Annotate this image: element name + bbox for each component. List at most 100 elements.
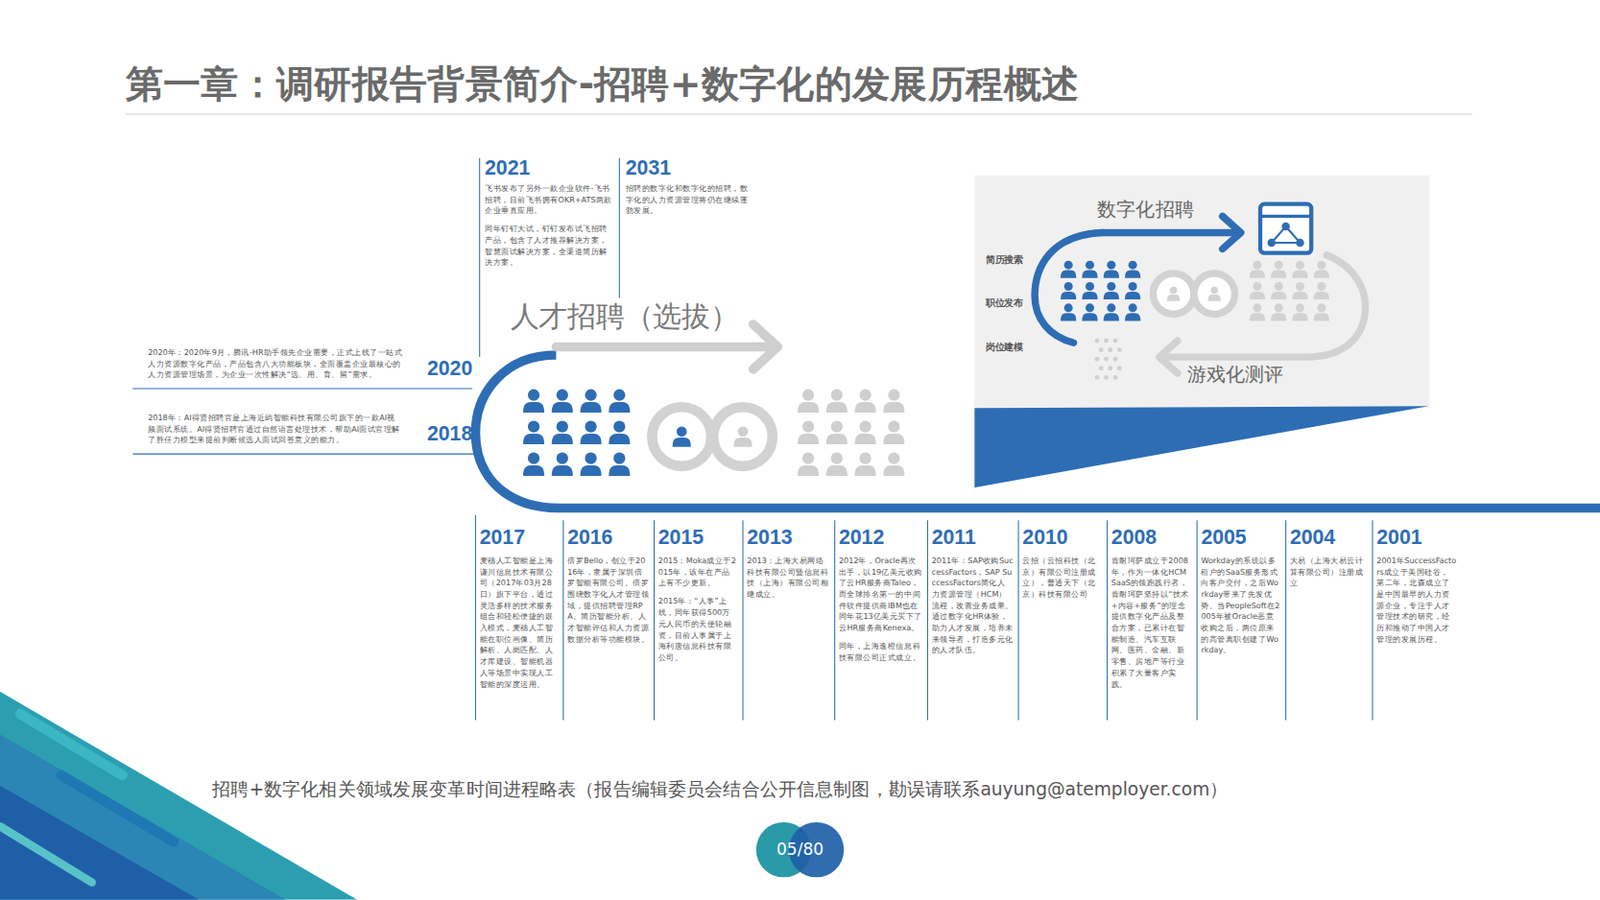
person-icon — [1313, 270, 1330, 279]
decor-shape — [1152, 273, 1195, 315]
dot — [1113, 357, 1119, 362]
person-icon — [797, 465, 819, 477]
entry-text: 2013：上海大易网络科技有限公司暨信息科技（上海）有限公司相继成立。 — [746, 554, 829, 600]
person-icon — [556, 389, 569, 402]
person-icon — [1249, 270, 1266, 279]
person-icon — [883, 433, 905, 445]
decor-shape — [1266, 238, 1276, 248]
entry-text: 2011年：SAP收购SuccessFactors，SAP SuccessFac… — [931, 554, 1014, 656]
person-icon — [1249, 291, 1266, 300]
person-icon — [613, 421, 625, 433]
timeline-entry: 2008 肯耐珂萨成立于2008年，作为一体化HCM SaaS的领跑践行者，肯耐珂… — [1111, 524, 1193, 690]
entry-text: 肯耐珂萨成立于2008年，作为一体化HCM SaaS的领跑践行者，肯耐珂萨坚持以… — [1111, 554, 1193, 690]
person-icon — [580, 465, 602, 477]
person-icon — [1316, 261, 1326, 270]
person-icon — [1124, 270, 1141, 279]
person-icon — [1252, 303, 1262, 312]
person-icon — [855, 433, 877, 445]
year-heading: 2017 — [479, 524, 560, 550]
year-heading: 2008 — [1111, 524, 1193, 550]
decor-shape — [741, 520, 743, 720]
person-icon — [859, 453, 871, 465]
decor-shape — [834, 520, 836, 720]
year-heading: 2018 — [427, 421, 473, 447]
decor-shape — [61, 775, 174, 842]
person-icon — [1106, 303, 1116, 312]
person-icon — [608, 465, 630, 477]
dot — [1103, 357, 1109, 362]
infinity-symbol — [651, 406, 772, 467]
person-icon — [1270, 270, 1287, 279]
year-heading: 2020 — [427, 356, 473, 382]
decor-shape — [1260, 204, 1312, 254]
person-icon — [802, 389, 814, 402]
diagram-label: 岗位建模 — [985, 340, 1023, 355]
diagram-label: 数字化招聘 — [1097, 196, 1195, 224]
person-icon — [887, 453, 900, 465]
dot — [1117, 347, 1123, 353]
person-icon — [1252, 282, 1262, 291]
dot — [1098, 347, 1104, 353]
entry-text: 同年，上海逸橙信息科技有限公司正式成立。 — [838, 641, 923, 664]
person-icon — [826, 433, 848, 445]
entry-text: 2012年，Oracle再次出手，以19亿美元收购了云HR服务商Taleo，而全… — [838, 554, 923, 634]
person-icon — [613, 453, 625, 465]
decor-shape — [619, 158, 621, 299]
dot — [1103, 375, 1109, 381]
entry-text: 云招（云招科技（北京）有限公司注册成立），普通天下（北京）科技有限公司 — [1022, 554, 1102, 600]
person-icon — [1249, 312, 1266, 321]
person-icon — [1060, 291, 1076, 300]
person-icon — [1081, 291, 1098, 300]
person-icon — [826, 465, 848, 477]
person-icon — [1208, 294, 1221, 302]
person-icon — [523, 433, 545, 445]
diagram-label: 职位发布 — [985, 296, 1023, 311]
timeline-entry: 2004大易（上海大易云计算有限公司）注册成立 — [1289, 524, 1368, 589]
person-icon — [556, 421, 569, 433]
person-icon — [1081, 270, 1098, 279]
decor-shape — [1101, 229, 1237, 237]
entry-text: 倍罗Bello，创立于2016年，隶属于深圳倍罗智能有限公司。倍罗围绕数字化人才… — [567, 554, 649, 645]
decor-shape — [1159, 340, 1178, 374]
decor-shape — [1106, 520, 1108, 720]
person-icon — [1124, 312, 1141, 321]
person-icon — [584, 453, 597, 465]
decor-shape — [1034, 232, 1102, 343]
dot — [1113, 375, 1119, 381]
timeline-entry: 20152015：Moka成立于2015年，该年在产品上有不少更新。2015年：… — [658, 524, 739, 664]
dot — [1094, 357, 1099, 362]
person-icon — [802, 453, 814, 465]
person-icon — [733, 437, 752, 448]
person-icon — [672, 437, 692, 448]
person-icon — [527, 421, 540, 433]
timeline-entry: 2018年：AI得贤招聘官是上海近屿智能科技有限公司旗下的一款AI视频面试系统。… — [147, 412, 473, 447]
person-icon — [551, 465, 574, 477]
person-icon — [1274, 261, 1284, 270]
title: 第一章：调研报告背景简介-招聘+数字化的发展历程概述 — [125, 59, 1079, 111]
person-icon — [527, 453, 540, 465]
person-icon — [1295, 303, 1305, 312]
person-icon — [797, 402, 819, 413]
entry-body: 2020年：2020年9月，腾讯-HR助手领先企业需要，正式上线了一站式人力资源… — [147, 346, 404, 381]
entry-text: 招聘的数字化和数字化的招聘，数字化的人力资源管理将仍在继续蓬勃发展。 — [625, 182, 754, 216]
person-icon — [613, 389, 625, 402]
game-icon — [1094, 338, 1122, 381]
person-icon — [1274, 303, 1284, 312]
person-icon — [883, 402, 905, 413]
year-heading: 2016 — [567, 524, 649, 550]
person-icon — [1060, 270, 1076, 279]
year-heading: 2004 — [1289, 524, 1368, 550]
panel-wedge — [974, 405, 1429, 488]
person-icon — [1060, 312, 1076, 321]
person-icon — [1167, 294, 1180, 302]
decor-shape — [1281, 222, 1290, 232]
person-icon — [1085, 261, 1095, 270]
person-icon — [1064, 303, 1074, 312]
person-icon — [608, 402, 630, 413]
year-heading: 2015 — [658, 524, 739, 550]
person-icon — [1128, 303, 1138, 312]
person-icon — [584, 389, 597, 402]
person-icon — [1274, 282, 1284, 291]
person-icon — [1085, 282, 1095, 291]
